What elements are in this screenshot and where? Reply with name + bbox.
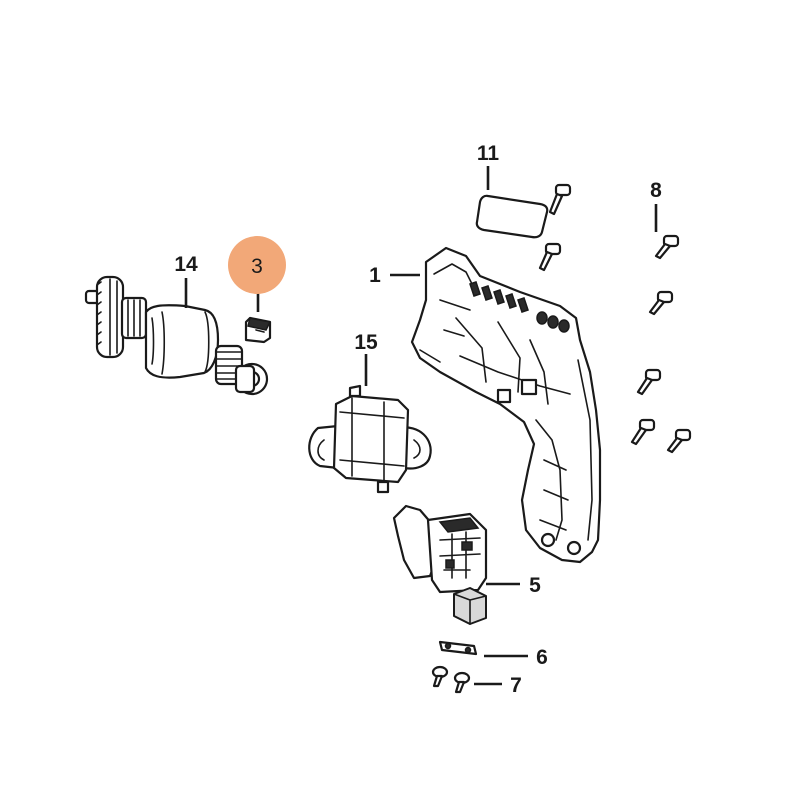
screw <box>648 290 674 316</box>
part-5-block[interactable] <box>453 587 487 625</box>
part-5-switch[interactable] <box>392 504 488 594</box>
callout-11: 11 <box>477 142 500 165</box>
part-7-screws[interactable] <box>431 665 471 694</box>
screw <box>654 234 680 260</box>
screw <box>453 671 471 694</box>
callout-15: 15 <box>354 331 378 354</box>
part-3-clip[interactable] <box>244 316 272 344</box>
callout-6: 6 <box>536 646 548 669</box>
part-14-armature[interactable] <box>84 275 269 396</box>
screw <box>666 428 692 454</box>
part-1-housing[interactable] <box>410 246 602 564</box>
callout-3: 3 <box>251 255 263 278</box>
screw <box>630 418 656 446</box>
part-8-screws[interactable] <box>538 183 692 454</box>
callout-14: 14 <box>174 253 198 276</box>
part-11-label[interactable] <box>475 194 549 239</box>
part-6-plate[interactable] <box>438 640 478 656</box>
screw <box>538 242 562 272</box>
callout-7: 7 <box>510 674 522 697</box>
screw <box>636 368 662 396</box>
part-15-field-coil[interactable] <box>308 384 432 494</box>
screw <box>431 665 449 688</box>
callout-5: 5 <box>529 574 541 597</box>
callout-1: 1 <box>369 264 381 287</box>
callout-3-highlight <box>228 236 286 294</box>
screw <box>548 183 572 216</box>
callout-labels: 3 1 5 6 7 8 11 14 15 <box>174 142 662 697</box>
callout-8: 8 <box>650 179 662 202</box>
